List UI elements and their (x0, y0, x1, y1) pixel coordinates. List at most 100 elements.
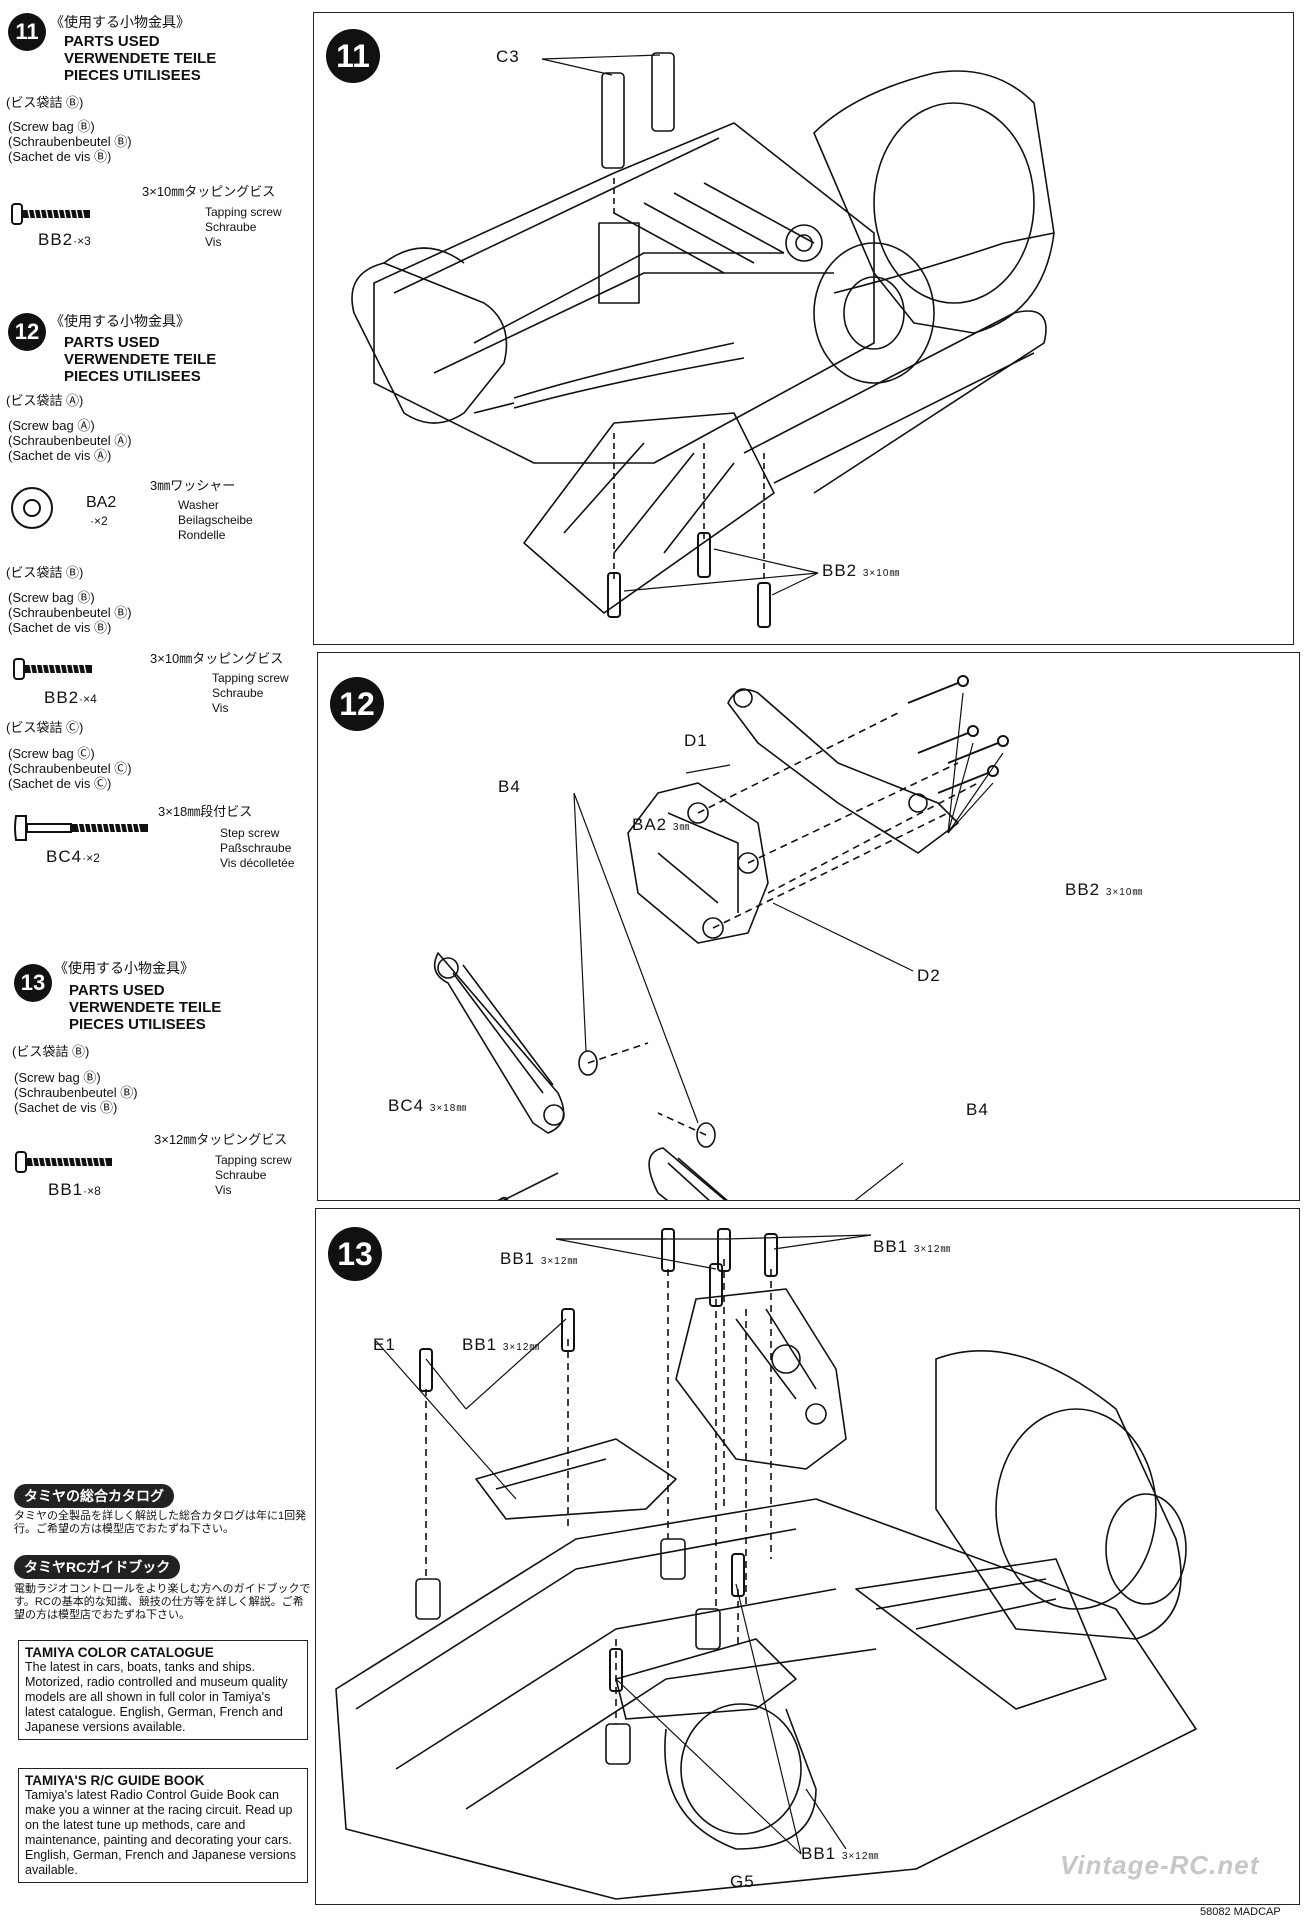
washer-name-fr: Rondelle (178, 528, 226, 542)
part-label-bb2-code: BB2 (1065, 880, 1101, 899)
screw-bag-en: (Screw bag Ⓑ) (8, 119, 95, 134)
part-label-bb1-spec: 3×12㎜ (502, 1342, 541, 1353)
step-number-badge: 12 (8, 313, 46, 351)
part-label-ba2-spec: 3㎜ (672, 822, 691, 833)
part-label-bc4-code: BC4 (388, 1096, 425, 1115)
guide-book-text: Tamiya's latest Radio Control Guide Book… (25, 1788, 296, 1877)
screw-bag-b-jp: (ビス袋詰 Ⓑ) (6, 565, 84, 580)
screw-bag-jp: (ビス袋詰 Ⓑ) (6, 95, 84, 110)
tapping-screw-icon (11, 203, 90, 225)
step-screw-icon (14, 815, 148, 841)
screw-name-fr: Vis (212, 701, 229, 715)
part-label-bb2: BB2 3×10㎜ (1065, 880, 1143, 900)
part-label-bb1-code: BB1 (801, 1844, 837, 1863)
part-quantity: ·×3 (73, 234, 91, 248)
washer-spec-jp: 3㎜ワッシャー (150, 478, 236, 493)
part-name-en: Tapping screw (215, 1153, 292, 1167)
part-spec-jp: 3×12㎜タッピングビス (154, 1132, 288, 1147)
step-11-diagram (351, 52, 1055, 628)
step-12-panel: 12 (317, 652, 1300, 1201)
screw-bag-de: (Schraubenbeutel Ⓑ) (8, 134, 132, 149)
washer-icon (11, 487, 53, 529)
screw-spec-jp: 3×10㎜タッピングビス (150, 651, 284, 666)
guide-book-title: TAMIYA'S R/C GUIDE BOOK (25, 1773, 205, 1788)
washer-name-de: Beilagscheibe (178, 513, 253, 527)
part-label-bb1-code: BB1 (873, 1237, 909, 1256)
screw-code: BB2·×4 (44, 688, 97, 708)
screw-bag-c-de: (Schraubenbeutel Ⓒ) (8, 761, 132, 776)
screw-bag-b-de: (Schraubenbeutel Ⓑ) (8, 605, 132, 620)
catalog-pill-jp: タミヤの総合カタログ (14, 1484, 174, 1508)
parts-heading-en: PARTS USED (64, 33, 160, 50)
step-number-badge: 13 (14, 964, 52, 1002)
washer-code: BA2 (86, 494, 117, 511)
guidebook-pill-jp: タミヤRCガイドブック (14, 1555, 181, 1579)
part-label-b4-bottom: B4 (966, 1100, 989, 1119)
parts-heading-jp: 《使用する小物金具》 (50, 313, 190, 329)
step-screw-name-de: Paßschraube (220, 841, 292, 855)
part-spec-jp: 3×10㎜タッピングビス (142, 184, 276, 199)
part-label-bb1-code: BB1 (462, 1335, 498, 1354)
part-code-text: BB1 (48, 1180, 84, 1199)
page-footer: 58082 MADCAP (1200, 1906, 1281, 1918)
parts-heading-jp: 《使用する小物金具》 (50, 14, 190, 30)
screw-bag-a-de: (Schraubenbeutel Ⓐ) (8, 433, 132, 448)
step-number-badge: 11 (8, 13, 46, 51)
screw-bag-fr: (Sachet de vis Ⓑ) (8, 149, 112, 164)
step-number-badge: 12 (330, 677, 384, 731)
part-label-bc4-spec: 3×18㎜ (429, 1103, 468, 1114)
part-label-bb1-spec: 3×12㎜ (841, 1851, 880, 1862)
step-13-panel: 13 (315, 1208, 1300, 1905)
tapping-screw-icon (15, 1151, 112, 1173)
screw-name-en: Tapping screw (212, 671, 289, 685)
part-label-bb1-mid: BB1 3×12㎜ (462, 1335, 540, 1355)
washer-name-en: Washer (178, 498, 219, 512)
part-name-fr: Vis (205, 235, 222, 249)
screw-bag-c-en: (Screw bag Ⓒ) (8, 746, 95, 761)
tapping-screw-icon (13, 658, 92, 680)
part-name-de: Schraube (205, 220, 257, 234)
guide-book-box: TAMIYA'S R/C GUIDE BOOK Tamiya's latest … (18, 1768, 308, 1883)
part-code-text: BB2 (38, 230, 74, 249)
step-13-diagram (335, 1228, 1197, 1900)
part-label-ba2-code: BA2 (632, 815, 668, 834)
part-label-c3: C3 (496, 47, 520, 66)
part-code: BB1·×8 (48, 1180, 101, 1200)
watermark-text: Vintage-RC.net (1060, 1850, 1260, 1880)
screw-bag-jp: (ビス袋詰 Ⓑ) (12, 1044, 90, 1059)
step-screw-name-en: Step screw (220, 826, 280, 840)
part-label-ba2: BA2 3㎜ (632, 815, 690, 835)
screw-bag-a-en: (Screw bag Ⓐ) (8, 418, 95, 433)
parts-heading-jp: 《使用する小物金具》 (54, 960, 194, 976)
step-screw-code: BC4·×2 (46, 847, 100, 867)
part-label-bb2-code: BB2 (822, 561, 858, 580)
part-label-d1: D1 (684, 731, 708, 750)
part-label-e1: E1 (373, 1335, 396, 1354)
color-catalogue-box: TAMIYA COLOR CATALOGUE The latest in car… (18, 1640, 308, 1740)
step-number-badge: 13 (328, 1227, 382, 1281)
part-label-bc4: BC4 3×18㎜ (388, 1096, 467, 1116)
washer-quantity: ·×2 (90, 514, 108, 528)
screw-bag-c-jp: (ビス袋詰 Ⓒ) (6, 720, 84, 735)
part-quantity: ·×8 (83, 1184, 101, 1198)
part-label-bb2: BB2 3×10㎜ (822, 561, 900, 581)
part-name-de: Schraube (215, 1168, 267, 1182)
screw-bag-a-fr: (Sachet de vis Ⓐ) (8, 448, 112, 463)
parts-heading-en: PARTS USED (64, 334, 160, 351)
part-label-d2: D2 (917, 966, 941, 985)
part-label-bb1-spec: 3×12㎜ (913, 1244, 952, 1255)
screw-bag-c-fr: (Sachet de vis Ⓒ) (8, 776, 112, 791)
parts-heading-de: VERWENDETE TEILE (69, 999, 222, 1016)
screw-bag-b-fr: (Sachet de vis Ⓑ) (8, 620, 112, 635)
screw-name-de: Schraube (212, 686, 264, 700)
parts-heading-fr: PIECES UTILISEES (69, 1016, 206, 1033)
screw-code-text: BB2 (44, 688, 80, 707)
screw-bag-en: (Screw bag Ⓑ) (14, 1070, 101, 1085)
step-screw-spec-jp: 3×18㎜段付ビス (158, 804, 253, 819)
parts-heading-de: VERWENDETE TEILE (64, 50, 217, 67)
parts-heading-fr: PIECES UTILISEES (64, 67, 201, 84)
screw-bag-b-en: (Screw bag Ⓑ) (8, 590, 95, 605)
part-label-b4-top: B4 (498, 777, 521, 796)
part-label-bb2-spec: 3×10㎜ (1105, 887, 1144, 898)
part-name-fr: Vis (215, 1183, 232, 1197)
